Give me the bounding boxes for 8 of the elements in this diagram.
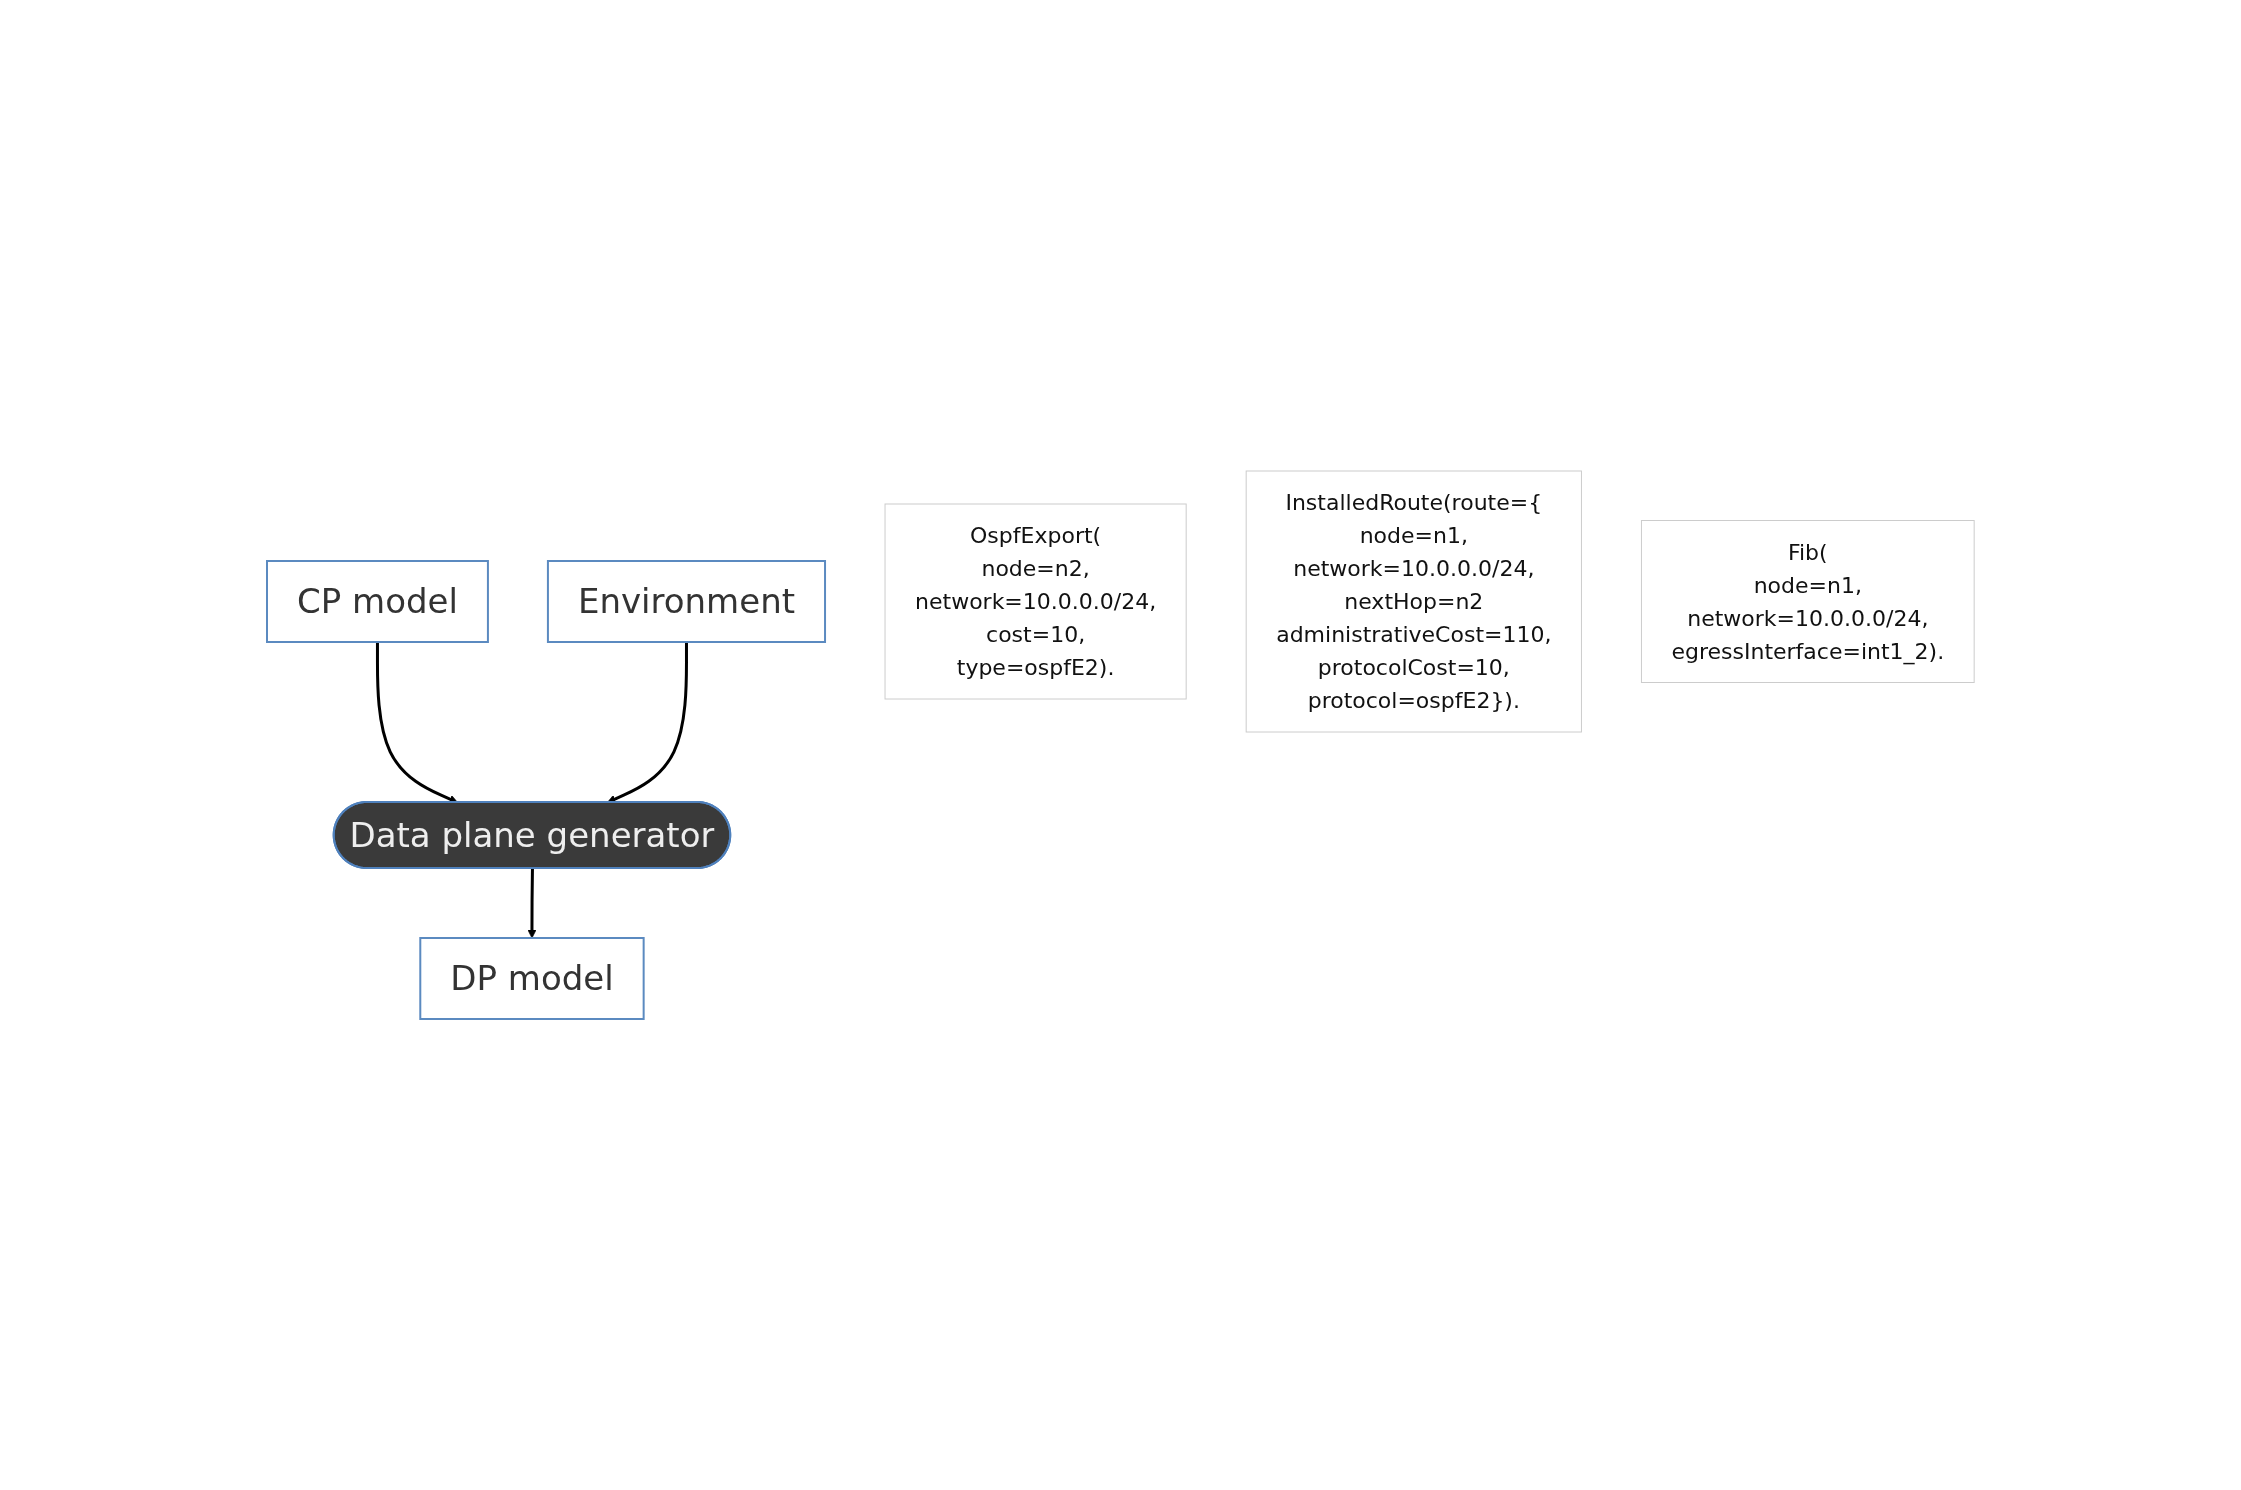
node-box: Fib( node=n1, network=10.0.0.0/24, egressInterface=int1_2). xyxy=(1640,520,1975,683)
node-box: CP model xyxy=(265,560,489,643)
node-box: InstalledRoute(route={ node=n1, network=10.0.0.0/24, nextHop=n2 administrativeCost=110, protocolCost=10, protocol=ospfE2}). xyxy=(1245,470,1582,733)
node-box: OspfExport( node=n2, network=10.0.0.0/24, cost=10, type=ospfE2). xyxy=(884,503,1187,700)
node-box: DP model xyxy=(419,937,645,1020)
arrow xyxy=(375,642,458,804)
node-box: Environment xyxy=(546,560,826,643)
arrow xyxy=(527,868,537,939)
